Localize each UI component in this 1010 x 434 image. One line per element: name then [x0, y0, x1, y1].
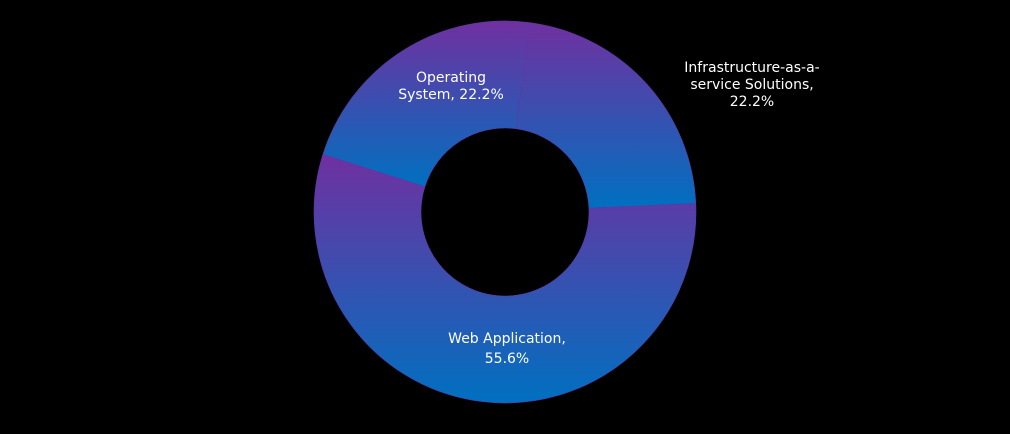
- data-label-infrastructure-as-a-service-solutions: Infrastructure-as-a-service Solutions,22…: [684, 60, 819, 110]
- slice-web-application: [313, 153, 697, 404]
- slice-infrastructure-as-a-service-solutions: [515, 22, 697, 209]
- data-label-web-application: Web Application,55.6%: [448, 331, 566, 367]
- slices-group: [313, 20, 697, 404]
- slice-operating-system: [322, 20, 531, 188]
